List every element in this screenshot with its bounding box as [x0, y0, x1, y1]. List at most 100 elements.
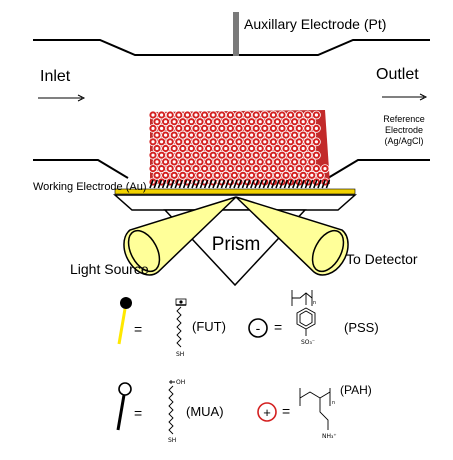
sam-chain [216, 179, 221, 189]
sam-chain [287, 179, 293, 189]
charged-sphere [174, 137, 184, 147]
charged-sphere [277, 150, 287, 160]
sam-chain [149, 179, 154, 189]
charged-sphere [221, 130, 231, 140]
charged-sphere [307, 157, 317, 167]
charged-sphere [281, 117, 291, 127]
charged-sphere [234, 110, 244, 120]
sam-chain [279, 179, 284, 189]
charged-sphere [298, 130, 308, 140]
charged-sphere [182, 137, 192, 147]
aux-electrode-label: Auxillary Electrode (Pt) [244, 16, 386, 32]
sam-chain [245, 179, 251, 189]
charged-sphere [204, 144, 214, 153]
mua-oh: OH [176, 379, 185, 386]
charged-sphere [221, 170, 231, 180]
charged-sphere [182, 164, 192, 174]
charged-sphere [161, 157, 171, 167]
mua-head [118, 382, 132, 396]
charged-sphere [298, 170, 308, 180]
charged-sphere [303, 137, 313, 147]
charged-sphere [182, 150, 192, 160]
charged-sphere [243, 150, 253, 160]
charged-sphere [272, 157, 282, 167]
charged-sphere [286, 150, 296, 160]
charged-sphere [165, 110, 175, 120]
pss-equals: = [274, 319, 282, 335]
charged-sphere [229, 144, 239, 153]
charged-sphere [208, 164, 218, 174]
charged-sphere [264, 144, 274, 153]
sam-chain [178, 179, 184, 189]
sam-chain [212, 179, 217, 189]
charged-sphere [169, 157, 179, 167]
sam-chain [195, 179, 200, 189]
charged-sphere [303, 110, 313, 120]
sam-chain [321, 179, 326, 189]
charged-sphere [225, 137, 235, 147]
charged-sphere [165, 150, 175, 160]
bottom-wall-left [33, 159, 129, 179]
auxiliary-electrode [233, 12, 239, 56]
legend-pah: + = n NH₃⁺ (PAH) [257, 383, 372, 440]
prism-label: Prism [212, 234, 261, 255]
charged-sphere [307, 130, 317, 140]
fut-label: (FUT) [192, 319, 226, 334]
fut-equals: = [134, 321, 142, 337]
sam-chain [304, 179, 310, 189]
charged-sphere [186, 157, 196, 167]
working-electrode-label: Working Electrode (Au) [33, 181, 147, 193]
plus-ring [257, 402, 277, 422]
sam-chain [296, 179, 301, 189]
sam-chain [157, 179, 163, 189]
charged-sphere [212, 157, 222, 167]
charged-sphere [152, 144, 162, 153]
charged-sphere [157, 110, 167, 120]
charged-sphere [251, 164, 261, 174]
charged-sphere [161, 170, 171, 180]
charged-sphere [152, 117, 162, 127]
detector-aperture [311, 229, 345, 273]
charged-sphere [268, 150, 278, 160]
charged-sphere [178, 117, 188, 127]
sam-chain [237, 179, 242, 189]
charged-sphere [212, 130, 222, 140]
charged-sphere [290, 170, 300, 180]
charged-sphere [200, 123, 210, 133]
pss-so3: SO₃⁻ [301, 339, 315, 346]
charged-sphere [169, 170, 179, 180]
sam-chain [203, 179, 209, 189]
sam-chain [191, 179, 196, 189]
charged-sphere [221, 117, 231, 127]
reference-electrode-label-3: (Ag/AgCl) [384, 136, 423, 146]
charged-sphere [255, 130, 265, 140]
charged-sphere [234, 137, 244, 147]
sam-chain [266, 179, 272, 189]
charged-sphere [255, 117, 265, 127]
charged-sphere [204, 170, 214, 180]
charged-sphere [311, 164, 321, 174]
charged-sphere [238, 170, 248, 180]
charged-sphere [217, 150, 227, 160]
charged-sphere [200, 137, 210, 147]
charged-sphere [191, 110, 201, 120]
charged-sphere [247, 117, 257, 127]
charged-sphere [311, 137, 321, 147]
fut-head [120, 297, 132, 309]
charged-sphere [200, 164, 210, 174]
charged-sphere [243, 123, 253, 133]
pss-n: n [313, 300, 316, 306]
polyelectrolyte-multilayer [148, 110, 330, 187]
pss-structure: n SO₃⁻ [291, 290, 316, 346]
charged-sphere [238, 157, 248, 167]
sam-chain [187, 179, 192, 189]
legend-pss: - = n SO₃⁻ (PSS) [248, 290, 379, 346]
sam-chain [292, 179, 297, 189]
charged-sphere [243, 137, 253, 147]
minus-sign: - [256, 320, 261, 336]
charged-sphere [315, 170, 325, 180]
charged-sphere [243, 164, 253, 174]
charged-sphere [148, 110, 158, 120]
charged-sphere [272, 130, 282, 140]
mua-structure: OH SH [168, 379, 185, 444]
